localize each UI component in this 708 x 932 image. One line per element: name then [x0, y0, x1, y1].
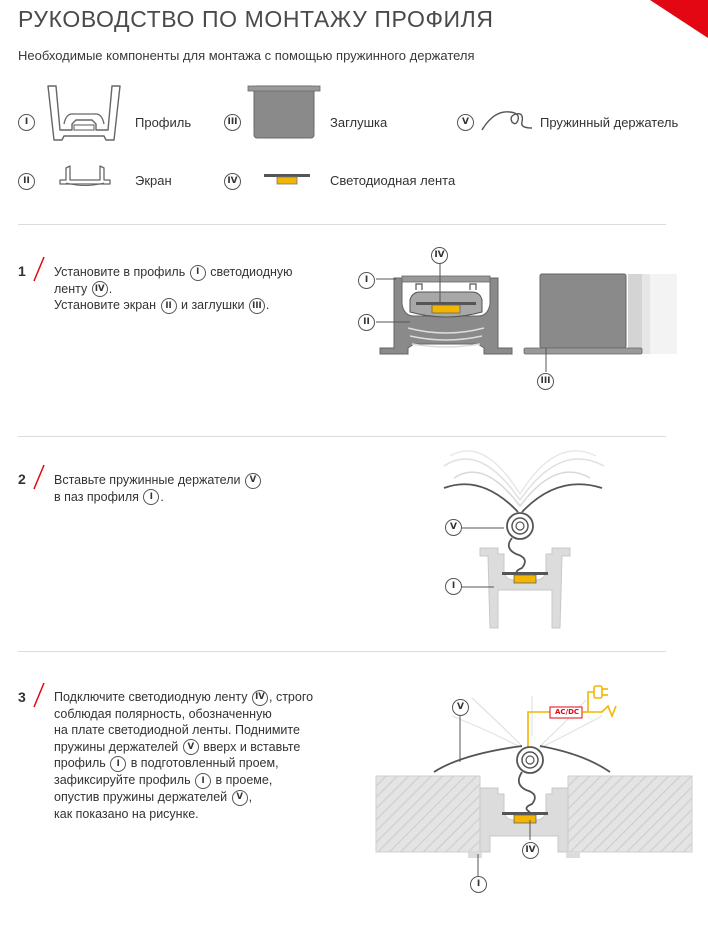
inline-badge-v: V: [182, 739, 199, 756]
inline-badge-i: I: [143, 489, 160, 506]
inline-badge-iii: III: [248, 298, 265, 315]
inline-badge-v: V: [244, 472, 261, 489]
separator: [18, 651, 666, 652]
step-3-slash: [33, 682, 45, 708]
step-3-number: 3: [18, 689, 26, 705]
callout-v: V: [452, 699, 469, 716]
inline-badge-iv: IV: [91, 281, 108, 298]
step-1-figure: [376, 264, 677, 372]
inline-badge-i: I: [195, 772, 212, 789]
profile-icon: [47, 85, 121, 141]
page-title: РУКОВОДСТВО ПО МОНТАЖУ ПРОФИЛЯ: [18, 6, 494, 32]
power-supply-label: AC/DC: [554, 708, 580, 716]
screen-icon: [59, 165, 111, 186]
badge-v: V: [457, 114, 474, 131]
step-2-figure: [443, 450, 605, 629]
badge-ii: II: [18, 173, 35, 190]
callout-i: I: [445, 578, 462, 595]
inline-badge-i: I: [189, 264, 206, 281]
step-3-figure: [375, 685, 693, 876]
label-spring-holder: Пружинный держатель: [540, 115, 679, 130]
callout-v: V: [445, 519, 462, 536]
step-3-text: Подключите светодиодную ленту IV, строго…: [54, 689, 314, 821]
inline-badge-i: I: [110, 756, 127, 773]
step-1-profile-illustration: [379, 275, 513, 355]
separator: [18, 436, 666, 437]
brand-corner-accent: [650, 0, 708, 38]
label-profile: Профиль: [135, 115, 192, 130]
separator: [18, 224, 666, 225]
page-subtitle: Необходимые компоненты для монтажа с пом…: [18, 48, 475, 63]
inline-badge-v: V: [231, 789, 248, 806]
led-strip-icon: [264, 174, 310, 185]
inline-badge-ii: II: [160, 298, 177, 315]
step-2-text: Вставьте пружинные держатели V в паз про…: [54, 472, 262, 506]
callout-i: I: [470, 876, 487, 893]
step-1-number: 1: [18, 263, 26, 279]
label-end-cap: Заглушка: [330, 115, 388, 130]
spring-holder-icon: [481, 111, 533, 131]
step-1-text: Установите в профиль I светодиодную лент…: [54, 264, 293, 315]
callout-ii: II: [358, 314, 375, 331]
callout-i: I: [358, 272, 375, 289]
callout-iii: III: [537, 373, 554, 390]
step-2-slash: [33, 464, 45, 490]
label-led-strip: Светодиодная лента: [330, 173, 456, 188]
callout-iv: IV: [431, 247, 448, 264]
inline-badge-iv: IV: [252, 689, 268, 706]
badge-iii: III: [224, 114, 241, 131]
step-2-number: 2: [18, 471, 26, 487]
end-cap-icon: [247, 85, 321, 139]
label-screen: Экран: [135, 173, 172, 188]
callout-iv: IV: [522, 842, 539, 859]
step-1-slash: [33, 256, 45, 282]
badge-i: I: [18, 114, 35, 131]
badge-iv: IV: [224, 173, 241, 190]
